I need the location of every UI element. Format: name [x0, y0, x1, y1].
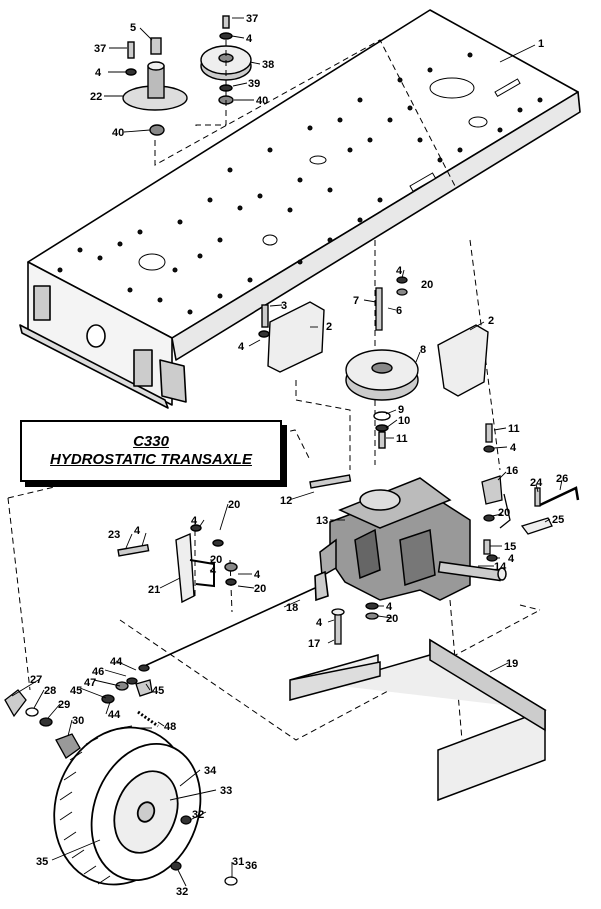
callout-20: 20 — [210, 554, 222, 566]
callout-40: 40 — [256, 95, 268, 107]
callout-4: 4 — [386, 601, 393, 613]
callout-9: 9 — [398, 404, 404, 416]
callout-27: 27 — [30, 674, 42, 686]
idler-bracket-assembly — [122, 37, 188, 136]
callout-44: 44 — [108, 709, 121, 721]
callout-4: 4 — [210, 565, 217, 577]
callout-37: 37 — [246, 13, 258, 25]
callout-11: 11 — [508, 423, 520, 435]
callout-30: 30 — [72, 715, 84, 727]
bottom-plate — [289, 638, 547, 802]
callout-32: 32 — [176, 886, 188, 898]
callout-39: 39 — [248, 78, 260, 90]
frame-holes — [57, 52, 543, 315]
callout-45: 45 — [152, 685, 164, 697]
callout-25: 25 — [552, 514, 564, 526]
callout-47: 47 — [84, 677, 96, 689]
callout-4: 4 — [396, 265, 403, 277]
callout-29: 29 — [58, 699, 70, 711]
diagram-title-box: C330 HYDROSTATIC TRANSAXLE — [20, 420, 282, 482]
callout-20: 20 — [498, 507, 510, 519]
lug-nuts — [170, 815, 238, 886]
model-title: C330 — [133, 433, 169, 450]
callout-19: 19 — [506, 658, 518, 670]
callout-28: 28 — [44, 685, 56, 697]
lower-bolt — [331, 602, 379, 645]
callout-4: 4 — [254, 569, 261, 581]
callout-7: 7 — [353, 295, 359, 307]
callout-32: 32 — [192, 809, 204, 821]
callout-4: 4 — [316, 617, 323, 629]
callout-4: 4 — [510, 442, 517, 454]
callout-16: 16 — [506, 465, 518, 477]
callout-1: 1 — [538, 38, 544, 50]
mounting-brackets — [258, 301, 489, 397]
callout-36: 36 — [245, 860, 257, 872]
callout-44: 44 — [110, 656, 123, 668]
callout-34: 34 — [204, 765, 217, 777]
callout-40: 40 — [112, 127, 124, 139]
spindle-hardware — [4, 664, 159, 759]
right-side-hardware — [481, 423, 580, 562]
callout-13: 13 — [316, 515, 328, 527]
callout-38: 38 — [262, 59, 274, 71]
drag-link-rod — [139, 570, 329, 669]
assembly-title: HYDROSTATIC TRANSAXLE — [50, 451, 252, 468]
transaxle-pulley — [345, 349, 419, 449]
callout-4: 4 — [191, 515, 198, 527]
callout-5: 5 — [130, 22, 136, 34]
callout-45: 45 — [70, 685, 82, 697]
callout-10: 10 — [398, 415, 410, 427]
callout-14: 14 — [494, 561, 507, 573]
front-wheel — [53, 726, 202, 886]
callout-4: 4 — [246, 33, 253, 45]
callout-15: 15 — [504, 541, 516, 553]
callout-4: 4 — [238, 341, 245, 353]
leader-lines — [11, 17, 563, 887]
callout-3: 3 — [281, 300, 287, 312]
callout-20: 20 — [421, 279, 433, 291]
callout-2: 2 — [488, 315, 494, 327]
callout-22: 22 — [90, 91, 102, 103]
callout-20: 20 — [386, 613, 398, 625]
callout-12: 12 — [280, 495, 292, 507]
callout-4: 4 — [95, 67, 102, 79]
callout-48: 48 — [164, 721, 176, 733]
callout-20: 20 — [228, 499, 240, 511]
control-linkage — [117, 524, 238, 604]
callout-8: 8 — [420, 344, 426, 356]
callout-6: 6 — [396, 305, 402, 317]
callout-31: 31 — [232, 856, 244, 868]
callout-11: 11 — [396, 433, 408, 445]
callout-21: 21 — [148, 584, 160, 596]
callout-18: 18 — [286, 602, 298, 614]
hydrostatic-transaxle — [319, 477, 507, 601]
tire-tread — [59, 725, 152, 885]
callout-2: 2 — [326, 321, 332, 333]
callout-26: 26 — [556, 473, 568, 485]
callout-17: 17 — [308, 638, 320, 650]
callout-35: 35 — [36, 856, 48, 868]
callout-labels: 1 2 2 3 4 4 4 4 4 4 4 4 4 4 4 4 5 6 7 8 … — [30, 13, 568, 898]
callout-23: 23 — [108, 529, 120, 541]
callout-24: 24 — [530, 477, 543, 489]
callout-20: 20 — [254, 583, 266, 595]
fan-bolt — [375, 276, 408, 331]
callout-37: 37 — [94, 43, 106, 55]
control-rod — [309, 474, 352, 489]
callout-4: 4 — [508, 553, 515, 565]
callout-46: 46 — [92, 666, 104, 678]
callout-33: 33 — [220, 785, 232, 797]
callout-4: 4 — [134, 525, 141, 537]
